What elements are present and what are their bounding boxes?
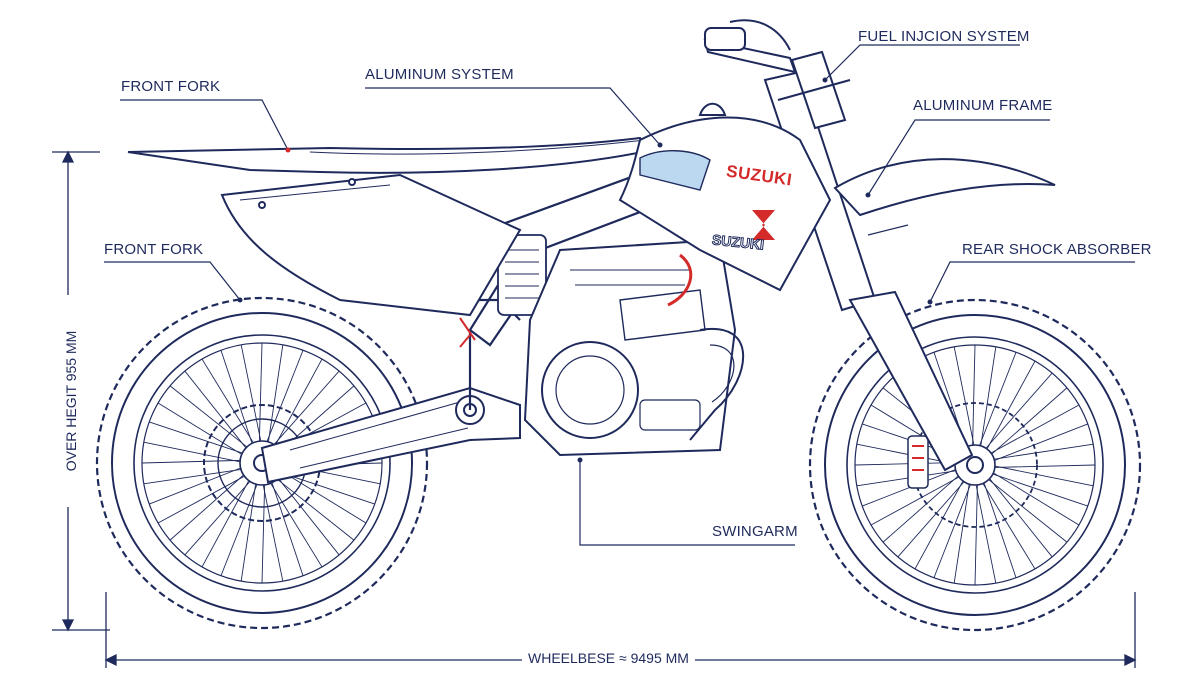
spoke bbox=[990, 404, 1080, 454]
leader-rear-shock bbox=[929, 261, 1135, 303]
spoke bbox=[870, 476, 960, 526]
spoke bbox=[897, 481, 965, 558]
spoke bbox=[240, 483, 257, 582]
spoke bbox=[856, 470, 956, 487]
spoke bbox=[986, 360, 1036, 450]
label-front-fork-mid: FRONT FORK bbox=[104, 241, 204, 258]
spoke bbox=[974, 484, 978, 586]
spoke bbox=[982, 483, 1036, 570]
front-fender bbox=[833, 158, 1056, 217]
spoke bbox=[994, 464, 1096, 468]
engine bbox=[523, 238, 737, 457]
spoke bbox=[184, 481, 251, 556]
leader-front-fork-top bbox=[120, 99, 289, 151]
rear-wheel bbox=[95, 296, 429, 630]
label-front-fork-top: FRONT FORK bbox=[121, 78, 221, 95]
spoke bbox=[980, 346, 997, 446]
spoke bbox=[143, 441, 241, 463]
overall-height-dimension-label: OVER HEGIT 955 MM bbox=[63, 295, 79, 507]
spoke bbox=[991, 387, 1068, 455]
fuel-tank-shroud bbox=[618, 102, 832, 292]
label-rear-shock-absorber: REAR SHOCK ABSORBER bbox=[962, 241, 1152, 258]
spoke bbox=[953, 346, 975, 446]
spoke bbox=[914, 480, 964, 570]
spoke bbox=[933, 484, 971, 578]
spoke bbox=[169, 385, 248, 448]
leader-swingarm bbox=[579, 460, 795, 546]
spoke bbox=[201, 480, 250, 568]
spoke bbox=[169, 474, 244, 541]
tank-blue-panel bbox=[639, 150, 711, 191]
spoke bbox=[149, 421, 243, 454]
leader-aluminum-system bbox=[365, 87, 661, 146]
spoke bbox=[258, 342, 263, 442]
spoke bbox=[281, 472, 375, 505]
spoke bbox=[143, 468, 242, 485]
spoke bbox=[979, 352, 1017, 446]
spoke bbox=[273, 370, 340, 445]
spoke bbox=[220, 350, 253, 444]
front-brake-caliper bbox=[907, 435, 929, 489]
rear-shock bbox=[459, 234, 547, 348]
spoke bbox=[184, 370, 247, 449]
leader-fuel-injection bbox=[824, 44, 1020, 81]
spoke bbox=[271, 482, 304, 576]
spoke bbox=[141, 459, 241, 464]
leader-aluminum-frame bbox=[867, 119, 1050, 196]
height-dimension-line bbox=[52, 150, 110, 632]
spoke bbox=[994, 465, 1094, 487]
spoke bbox=[149, 467, 241, 505]
spoke bbox=[985, 372, 1053, 449]
spoke bbox=[993, 472, 1080, 526]
spoke bbox=[882, 475, 959, 543]
spoke bbox=[261, 484, 266, 584]
label-swingarm: SWINGARM bbox=[712, 523, 798, 540]
spoke bbox=[201, 358, 254, 444]
spoke bbox=[277, 477, 340, 556]
spoke bbox=[862, 469, 956, 507]
wheelbase-dimension-label: WHEELBESE ≈ 9495 MM bbox=[522, 650, 695, 666]
spoke bbox=[220, 484, 258, 576]
callout-leaders bbox=[104, 44, 1135, 546]
spoke bbox=[854, 462, 956, 466]
spoke bbox=[975, 484, 997, 584]
handlebar bbox=[703, 19, 797, 74]
spoke bbox=[274, 358, 323, 446]
leader-front-fork-mid bbox=[104, 261, 241, 301]
spoke bbox=[262, 484, 284, 582]
spoke bbox=[157, 475, 245, 524]
spoke bbox=[994, 423, 1088, 461]
spoke bbox=[157, 402, 243, 455]
label-aluminum-frame: ALUMINUM FRAME bbox=[913, 97, 1053, 114]
swingarm bbox=[260, 386, 521, 484]
spoke bbox=[972, 344, 976, 446]
spoke bbox=[267, 344, 284, 443]
seat-rear-fender bbox=[127, 136, 655, 174]
spoke bbox=[992, 473, 1088, 507]
label-aluminum-system: ALUMINUM SYSTEM bbox=[365, 66, 514, 83]
spoke bbox=[270, 482, 323, 568]
spoke bbox=[266, 350, 304, 442]
suzuki-s-logo bbox=[752, 210, 775, 240]
spoke bbox=[276, 478, 355, 541]
spoke bbox=[994, 443, 1094, 460]
spoke bbox=[281, 471, 367, 524]
spoke bbox=[240, 344, 262, 442]
exhaust-header bbox=[689, 327, 745, 441]
spoke bbox=[953, 484, 970, 584]
spoke bbox=[988, 479, 1068, 543]
side-panel bbox=[220, 173, 522, 317]
spoke bbox=[989, 478, 1053, 558]
front-wheel bbox=[808, 298, 1142, 632]
label-fuel-injection-system: FUEL INJCION SYSTEM bbox=[858, 28, 1030, 45]
spoke bbox=[983, 482, 1017, 578]
